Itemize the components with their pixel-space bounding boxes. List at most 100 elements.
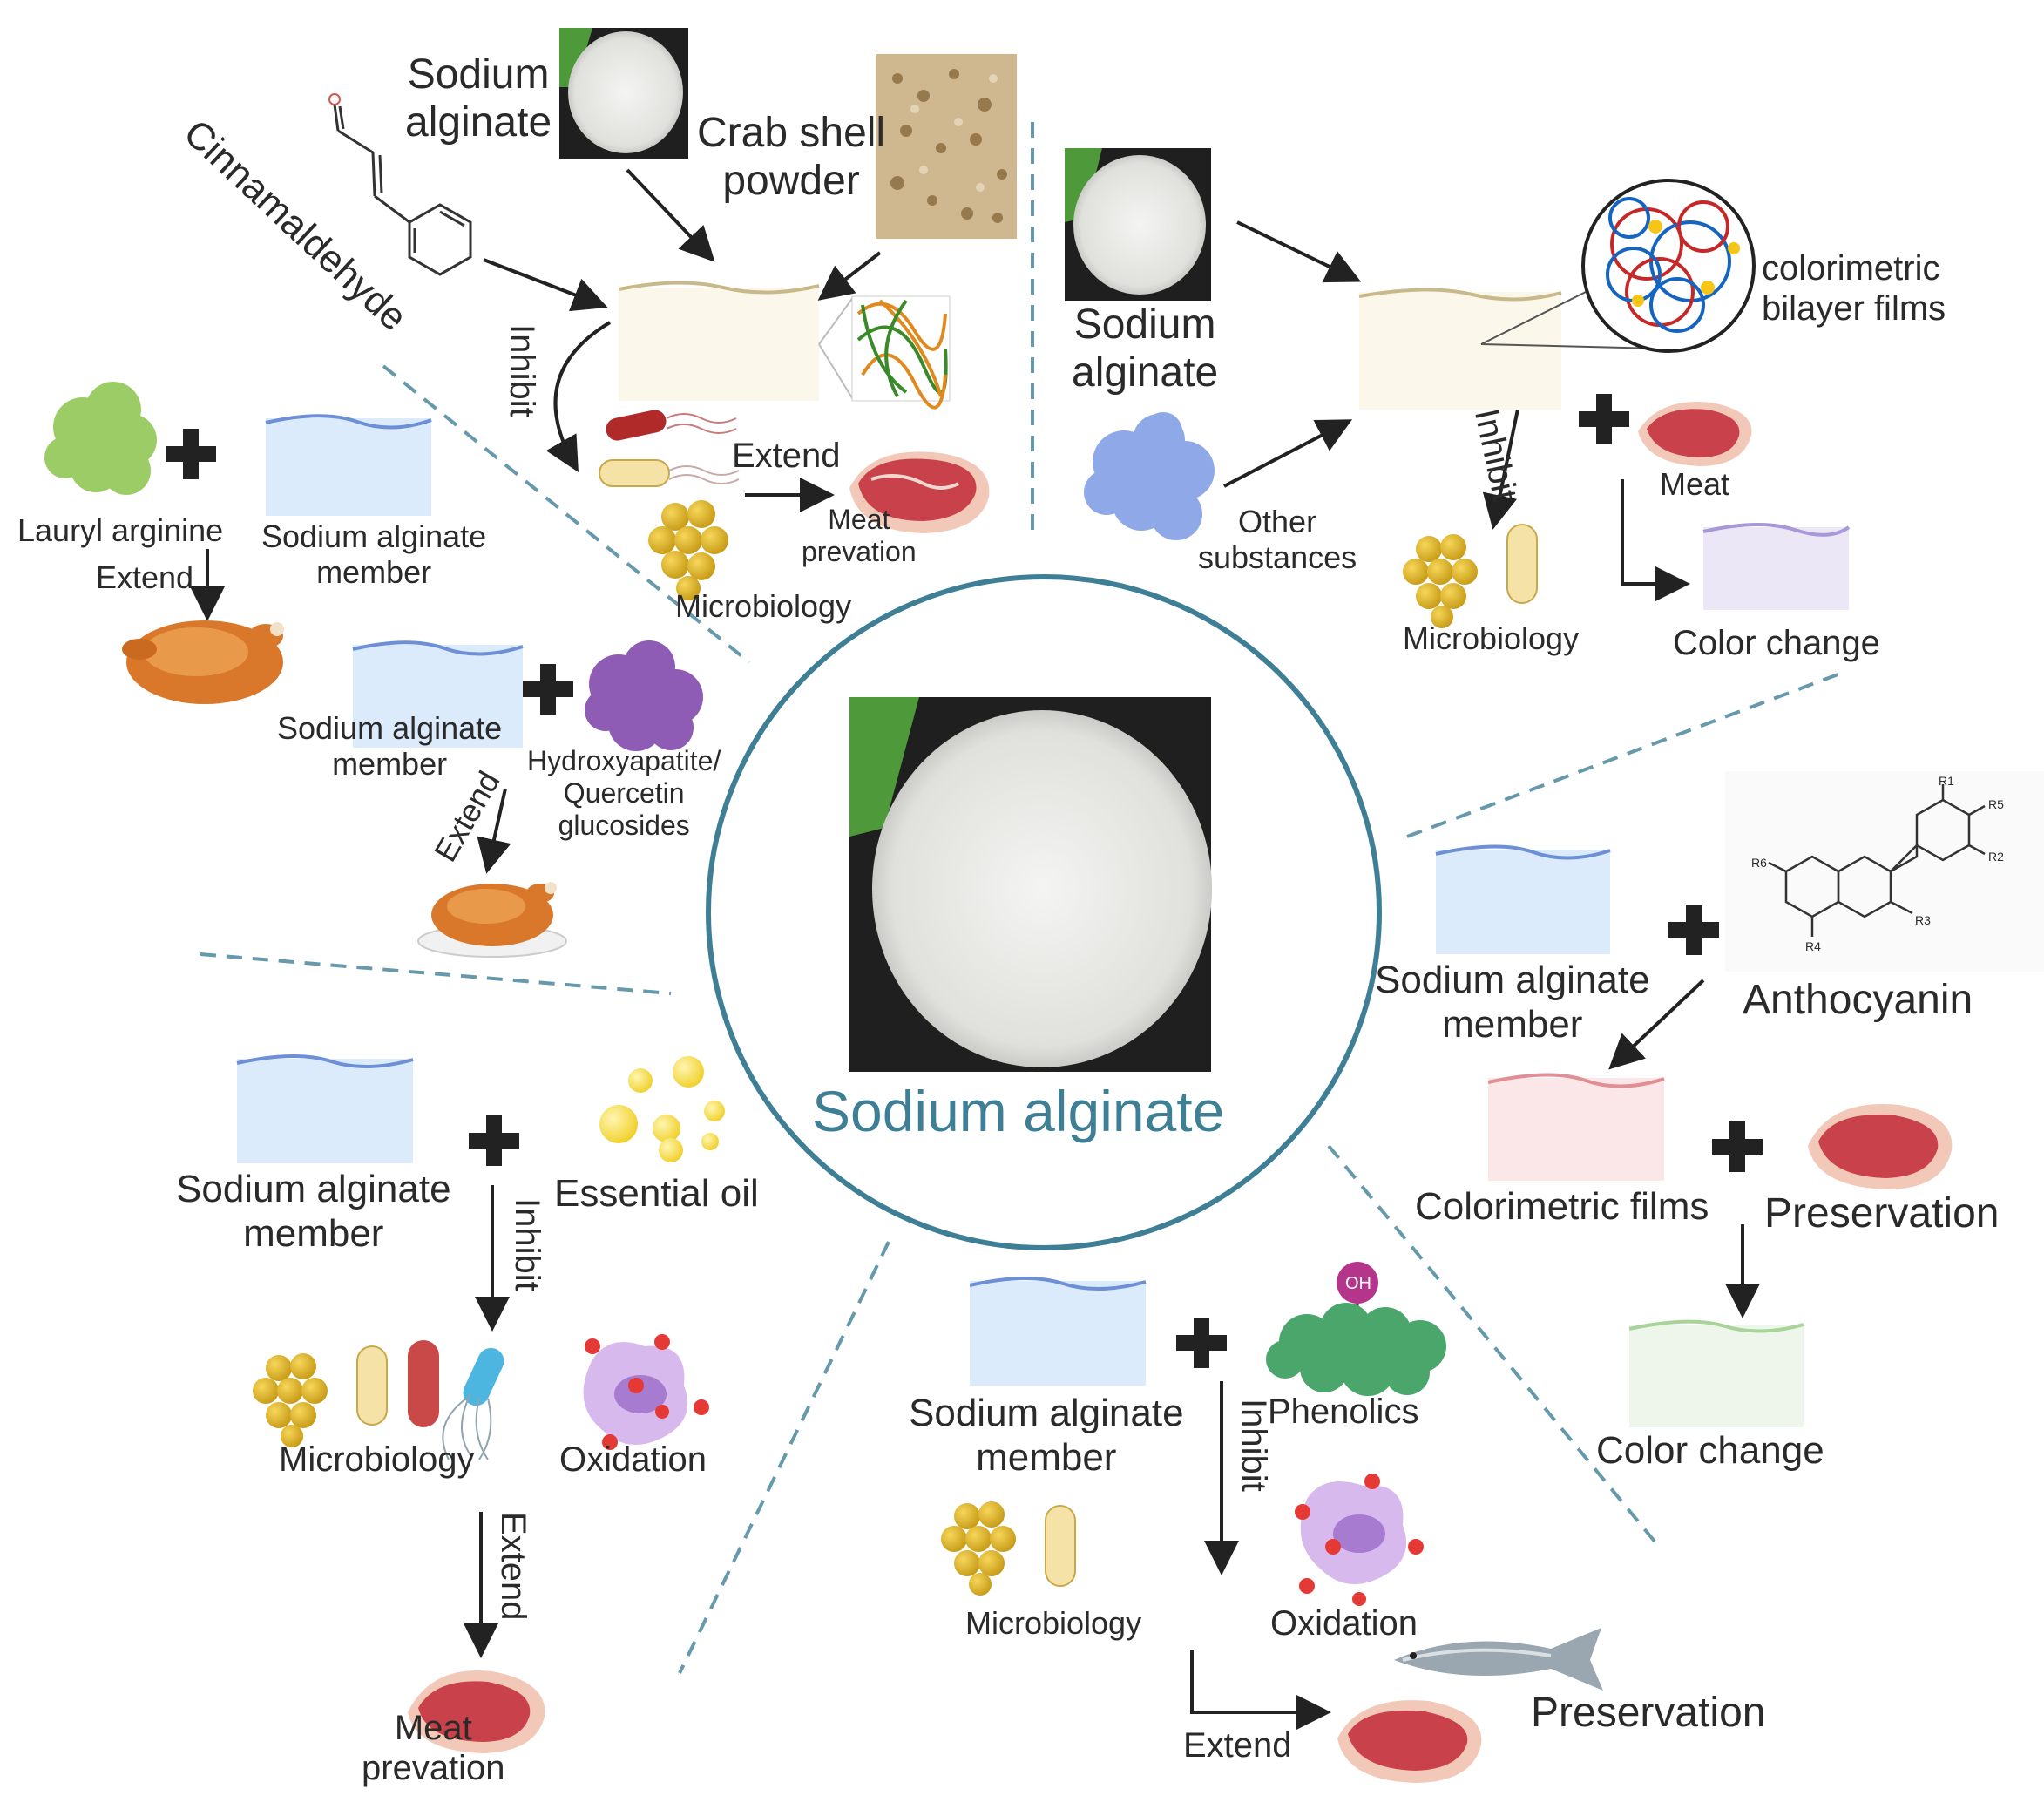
left-extend-1-label: Extend xyxy=(96,559,194,595)
tr-other-substances-label: Other substances xyxy=(1198,504,1357,576)
left-lauryl-arginine-label: Lauryl arginine xyxy=(17,512,224,548)
tr-meat-label: Meat xyxy=(1660,466,1730,502)
film-tr xyxy=(1358,179,1756,410)
essential-oil-drops xyxy=(599,1056,725,1162)
tr-microbiology-label: Microbiology xyxy=(1403,620,1580,656)
cocci-bl xyxy=(253,1353,328,1447)
cocci-br xyxy=(941,1501,1016,1596)
right-colorimetric-films-label: Colorimetric films xyxy=(1415,1185,1709,1228)
tl-crab-shell-label: Crab shell powder xyxy=(697,110,886,205)
plus-right-2 xyxy=(1712,1121,1763,1172)
oxidation-cell-br xyxy=(1295,1474,1424,1606)
right-color-change-label: Color change xyxy=(1596,1429,1824,1472)
steak-tl xyxy=(849,451,990,533)
tl-inhibit-label: Inhibit xyxy=(503,324,541,417)
plus-left-2 xyxy=(523,664,573,715)
tr-sodium-alginate-label: Sodium alginate xyxy=(1072,302,1219,396)
fish-br xyxy=(1394,1628,1603,1691)
br-extend-label: Extend xyxy=(1183,1726,1292,1765)
center-sodium-alginate xyxy=(706,574,1382,1250)
anthocyanin-r6: R6 xyxy=(1751,856,1767,870)
cocci-tr xyxy=(1403,534,1478,628)
bl-extend-label: Extend xyxy=(494,1512,532,1621)
film-br xyxy=(969,1276,1147,1386)
plus-br xyxy=(1176,1318,1227,1368)
flagellated-bacteria-bl xyxy=(442,1347,504,1460)
arrows-tr xyxy=(1223,220,1690,601)
br-phenolics-label: Phenolics xyxy=(1268,1392,1419,1431)
arrows-bl xyxy=(464,1185,510,1658)
bl-oxidation-label: Oxidation xyxy=(559,1440,707,1479)
right-preservation-label: Preservation xyxy=(1764,1190,2000,1237)
section-separators xyxy=(200,122,1848,1674)
steak-bl xyxy=(408,1670,545,1753)
sodium-alginate-photo-tl xyxy=(559,28,688,159)
film-right-3 xyxy=(1628,1319,1804,1427)
steak-right xyxy=(1808,1103,1953,1189)
anthocyanin-r3: R3 xyxy=(1915,913,1931,927)
br-inhibit-label: Inhibit xyxy=(1235,1399,1273,1492)
left-hydroxyapatite-label: Hydroxyapatite/ Quercetin glucosides xyxy=(527,745,721,841)
hydroxyapatite-blob xyxy=(585,640,703,751)
anthocyanin-r2: R2 xyxy=(1988,850,2004,864)
tl-meat-label: Meat prevation xyxy=(802,504,917,567)
rod-bl-2 xyxy=(408,1340,439,1427)
film-tl xyxy=(618,281,951,410)
roast-chicken-1 xyxy=(122,620,284,704)
br-member-label: Sodium alginate member xyxy=(909,1392,1184,1479)
arrows-tl xyxy=(483,168,882,512)
steak-tr xyxy=(1638,401,1752,466)
bacteria-tl xyxy=(599,410,740,487)
anthocyanin-r4: R4 xyxy=(1805,939,1821,953)
rod-tr xyxy=(1506,524,1538,604)
bl-meat-label: Meat prevation xyxy=(362,1709,505,1787)
anthocyanin-structure xyxy=(1725,771,2044,972)
cocci-tl xyxy=(648,500,728,600)
bl-microbiology-label: Microbiology xyxy=(279,1440,475,1479)
roast-chicken-2 xyxy=(417,882,567,958)
tl-microbiology-label: Microbiology xyxy=(675,588,852,624)
oxidation-cell-bl xyxy=(583,1334,709,1450)
other-substances-blob xyxy=(1084,412,1215,540)
bl-member-label: Sodium alginate member xyxy=(176,1168,451,1255)
film-left-2 xyxy=(352,640,524,748)
right-member-label: Sodium alginate member xyxy=(1375,959,1650,1046)
steak-br xyxy=(1337,1700,1482,1783)
film-bl xyxy=(236,1054,414,1163)
right-anthocyanin-label: Anthocyanin xyxy=(1743,977,1973,1023)
arrows-left xyxy=(190,549,511,874)
film-right-2 xyxy=(1487,1073,1665,1181)
bl-essential-oil-label: Essential oil xyxy=(554,1172,759,1215)
film-color-change-tr xyxy=(1702,522,1851,610)
plus-left-1 xyxy=(166,429,216,479)
br-microbiology-label: Microbiology xyxy=(965,1605,1142,1641)
anthocyanin-r1: R1 xyxy=(1939,774,1954,788)
left-member-2-label: Sodium alginate member xyxy=(277,710,503,783)
left-member-1-label: Sodium alginate member xyxy=(261,518,487,591)
bl-inhibit-label: Inhibit xyxy=(508,1198,546,1291)
phenolics-blob xyxy=(1266,1262,1446,1396)
sodium-alginate-photo-tr xyxy=(1065,148,1211,301)
tr-color-change-label: Color change xyxy=(1673,624,1880,662)
rod-br xyxy=(1045,1505,1076,1587)
crab-shell-photo xyxy=(876,54,1017,239)
cinnamaldehyde-structure xyxy=(328,93,472,276)
film-left-1 xyxy=(265,414,432,516)
arrows-right xyxy=(1608,979,1760,1318)
plus-tr xyxy=(1579,394,1629,444)
plus-bl xyxy=(469,1115,519,1166)
rod-bl-1 xyxy=(356,1345,388,1426)
tl-sodium-alginate-label: Sodium alginate xyxy=(405,51,552,146)
arrows-br xyxy=(1190,1381,1331,1730)
br-oh-label: OH xyxy=(1345,1274,1371,1293)
tl-extend-label: Extend xyxy=(732,437,841,475)
plus-right-1 xyxy=(1668,905,1719,955)
tr-colorimetric-bilayer-label: colorimetric bilayer films xyxy=(1762,249,1946,328)
center-title: Sodium alginate xyxy=(812,1079,1225,1143)
br-preservation-label: Preservation xyxy=(1531,1690,1766,1736)
br-oxidation-label: Oxidation xyxy=(1270,1604,1418,1643)
anthocyanin-r5: R5 xyxy=(1988,797,2004,811)
film-right-1 xyxy=(1435,844,1611,954)
